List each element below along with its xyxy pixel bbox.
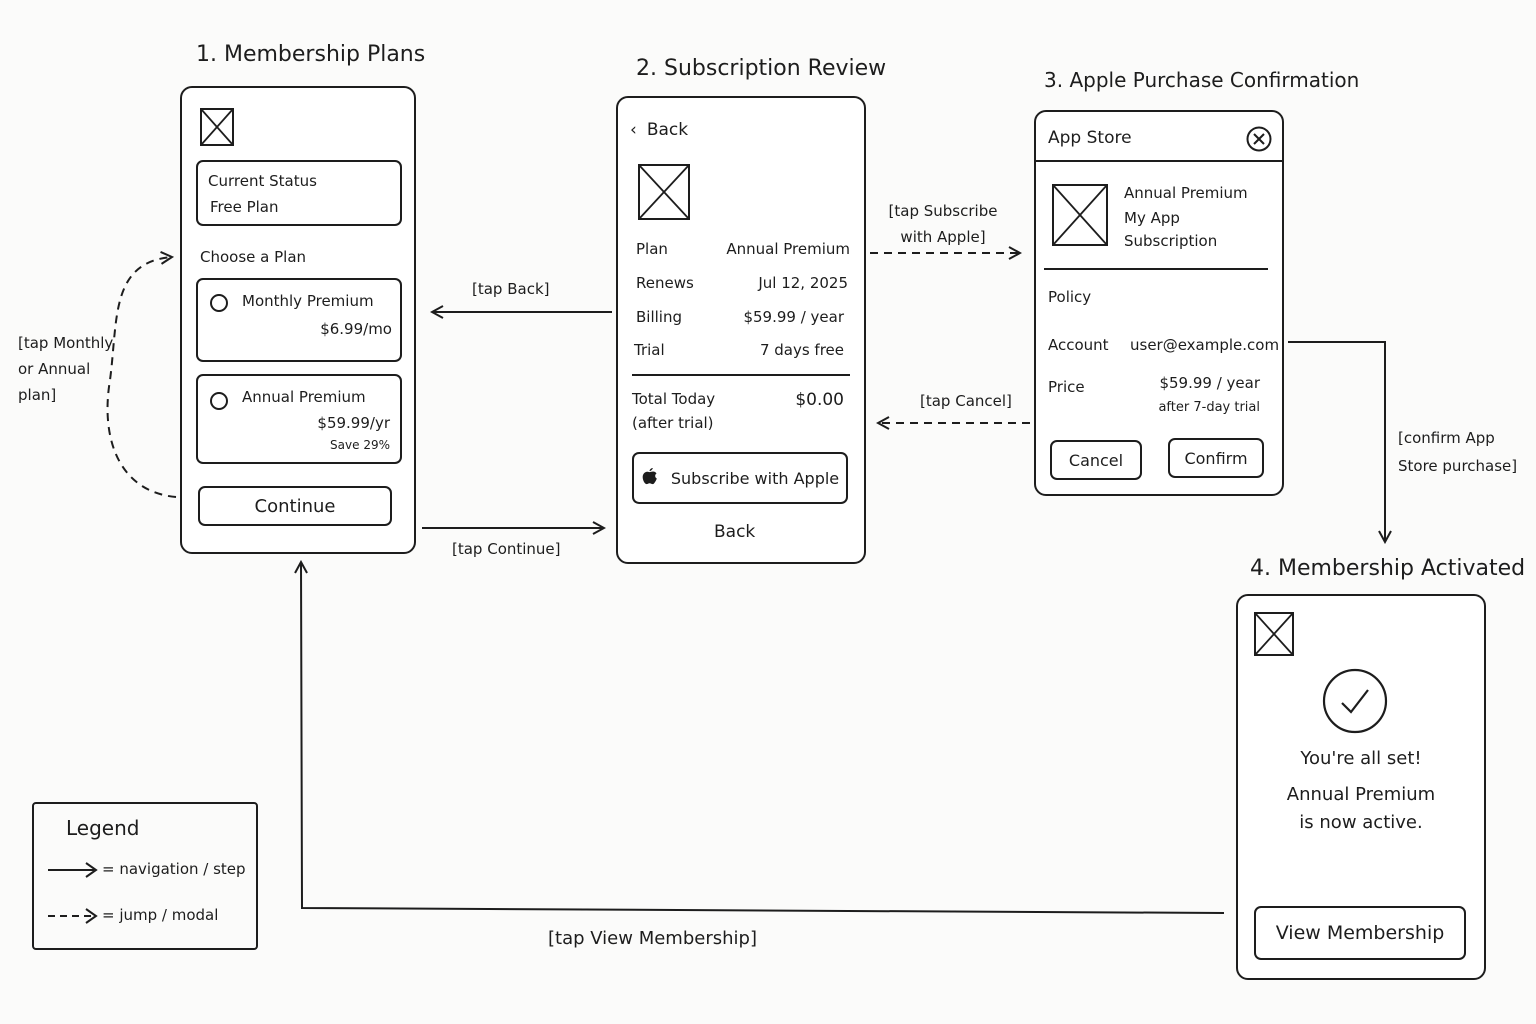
trial-label: Trial — [634, 341, 665, 359]
back-link-bottom[interactable]: Back — [714, 522, 756, 542]
price-sub: after 7-day trial — [1158, 400, 1260, 415]
choose-plan-label: Choose a Plan — [200, 248, 307, 266]
image-placeholder-icon — [1254, 612, 1294, 656]
policy-label: Policy — [1048, 288, 1092, 306]
cancel-button[interactable]: Cancel — [1050, 440, 1142, 480]
plan-label: Plan — [636, 240, 668, 258]
product-type: Subscription — [1124, 232, 1218, 250]
legend-title: Legend — [66, 816, 140, 840]
trial-value: 7 days free — [759, 341, 844, 359]
arrow-confirm — [1288, 341, 1385, 542]
plan-option-monthly[interactable]: Monthly Premium $6.99/mo — [196, 278, 402, 362]
back-link-top[interactable]: ‹ Back — [630, 120, 688, 140]
legend-solid-arrow — [48, 862, 98, 878]
screen-membership-activated: You're all set! Annual Premium is now ac… — [1236, 594, 1486, 980]
header-divider — [1036, 160, 1282, 162]
transition-label-tap-cancel: [tap Cancel] — [920, 392, 1012, 410]
total-sub-label: (after trial) — [632, 414, 714, 432]
activated-plan-name: Annual Premium — [1286, 784, 1436, 805]
annual-save-badge: Save 29% — [330, 438, 390, 452]
price-value: $59.99 / year — [1159, 374, 1260, 392]
transition-label-confirm-purchase: [confirm App Store purchase] — [1398, 429, 1518, 475]
close-icon[interactable] — [1246, 126, 1272, 152]
plan-option-annual[interactable]: Annual Premium $59.99/yr Save 29% — [196, 374, 402, 464]
annual-plan-name: Annual Premium — [242, 388, 366, 406]
monthly-plan-name: Monthly Premium — [242, 292, 374, 310]
checkmark-icon — [1322, 668, 1388, 734]
billing-value: $59.99 / year — [743, 308, 844, 326]
product-name: Annual Premium — [1124, 184, 1248, 202]
plan-value: Annual Premium — [726, 240, 850, 258]
status-label: Current Status — [208, 172, 317, 190]
arrow-plan-loop — [106, 257, 177, 498]
activated-status: is now active. — [1299, 812, 1423, 833]
renews-value: Jul 12, 2025 — [758, 274, 848, 292]
screen3-title: 3. Apple Purchase Confirmation — [1044, 68, 1360, 92]
current-status-card: Current Status Free Plan — [196, 160, 402, 226]
monthly-plan-price: $6.99/mo — [320, 320, 392, 338]
app-store-header: App Store — [1048, 128, 1132, 148]
product-app: My App — [1124, 209, 1180, 227]
product-image-placeholder-icon — [1052, 184, 1108, 246]
continue-button[interactable]: Continue — [198, 486, 392, 526]
success-message: You're all set! — [1300, 748, 1422, 769]
total-label: Total Today — [632, 390, 716, 408]
screen-apple-purchase-confirmation: App Store Annual Premium My App Subscrip… — [1034, 110, 1284, 496]
legend-solid-label: = navigation / step — [102, 860, 246, 878]
transition-label-tap-subscribe: [tap Subscribe with Apple] — [888, 202, 998, 246]
annual-plan-price: $59.99/yr — [317, 414, 390, 432]
chevron-left-icon: ‹ — [630, 120, 637, 140]
divider — [632, 374, 850, 376]
price-label: Price — [1048, 378, 1085, 396]
back-link-top-label: Back — [646, 120, 689, 140]
product-divider — [1044, 268, 1268, 270]
subscribe-with-apple-button[interactable]: Subscribe with Apple — [632, 452, 848, 504]
confirm-button[interactable]: Confirm — [1168, 438, 1264, 478]
billing-label: Billing — [636, 308, 682, 326]
apple-icon — [641, 466, 659, 490]
screen2-title: 2. Subscription Review — [636, 56, 887, 81]
legend-box: Legend = navigation / step = jump / moda… — [32, 802, 258, 950]
screen1-title: 1. Membership Plans — [196, 42, 426, 67]
image-placeholder-icon — [200, 108, 234, 146]
account-label: Account — [1048, 336, 1109, 354]
radio-annual[interactable] — [210, 392, 228, 410]
transition-label-tap-view: [tap View Membership] — [548, 928, 757, 949]
radio-monthly[interactable] — [210, 294, 228, 312]
screen-subscription-review: ‹ Back Plan Annual Premium Renews Jul 12,… — [616, 96, 866, 564]
renews-label: Renews — [636, 274, 694, 292]
total-value: $0.00 — [795, 390, 844, 410]
screen-membership-plans: Current Status Free Plan Choose a Plan M… — [180, 86, 416, 554]
transition-label-tap-continue: [tap Continue] — [452, 540, 561, 558]
subscribe-button-label: Subscribe with Apple — [670, 468, 840, 488]
screen4-title: 4. Membership Activated — [1250, 556, 1526, 581]
transition-label-tap-plan: [tap Monthly or Annual plan] — [18, 334, 114, 404]
transition-label-tap-back: [tap Back] — [472, 280, 550, 298]
arrow-view-membership — [301, 562, 1225, 914]
legend-dashed-label: = jump / modal — [102, 906, 219, 924]
view-membership-button[interactable]: View Membership — [1254, 906, 1466, 960]
status-value: Free Plan — [210, 198, 279, 216]
legend-dashed-arrow — [48, 908, 98, 924]
account-value: user@example.com — [1130, 336, 1280, 354]
image-placeholder-icon — [638, 164, 690, 220]
